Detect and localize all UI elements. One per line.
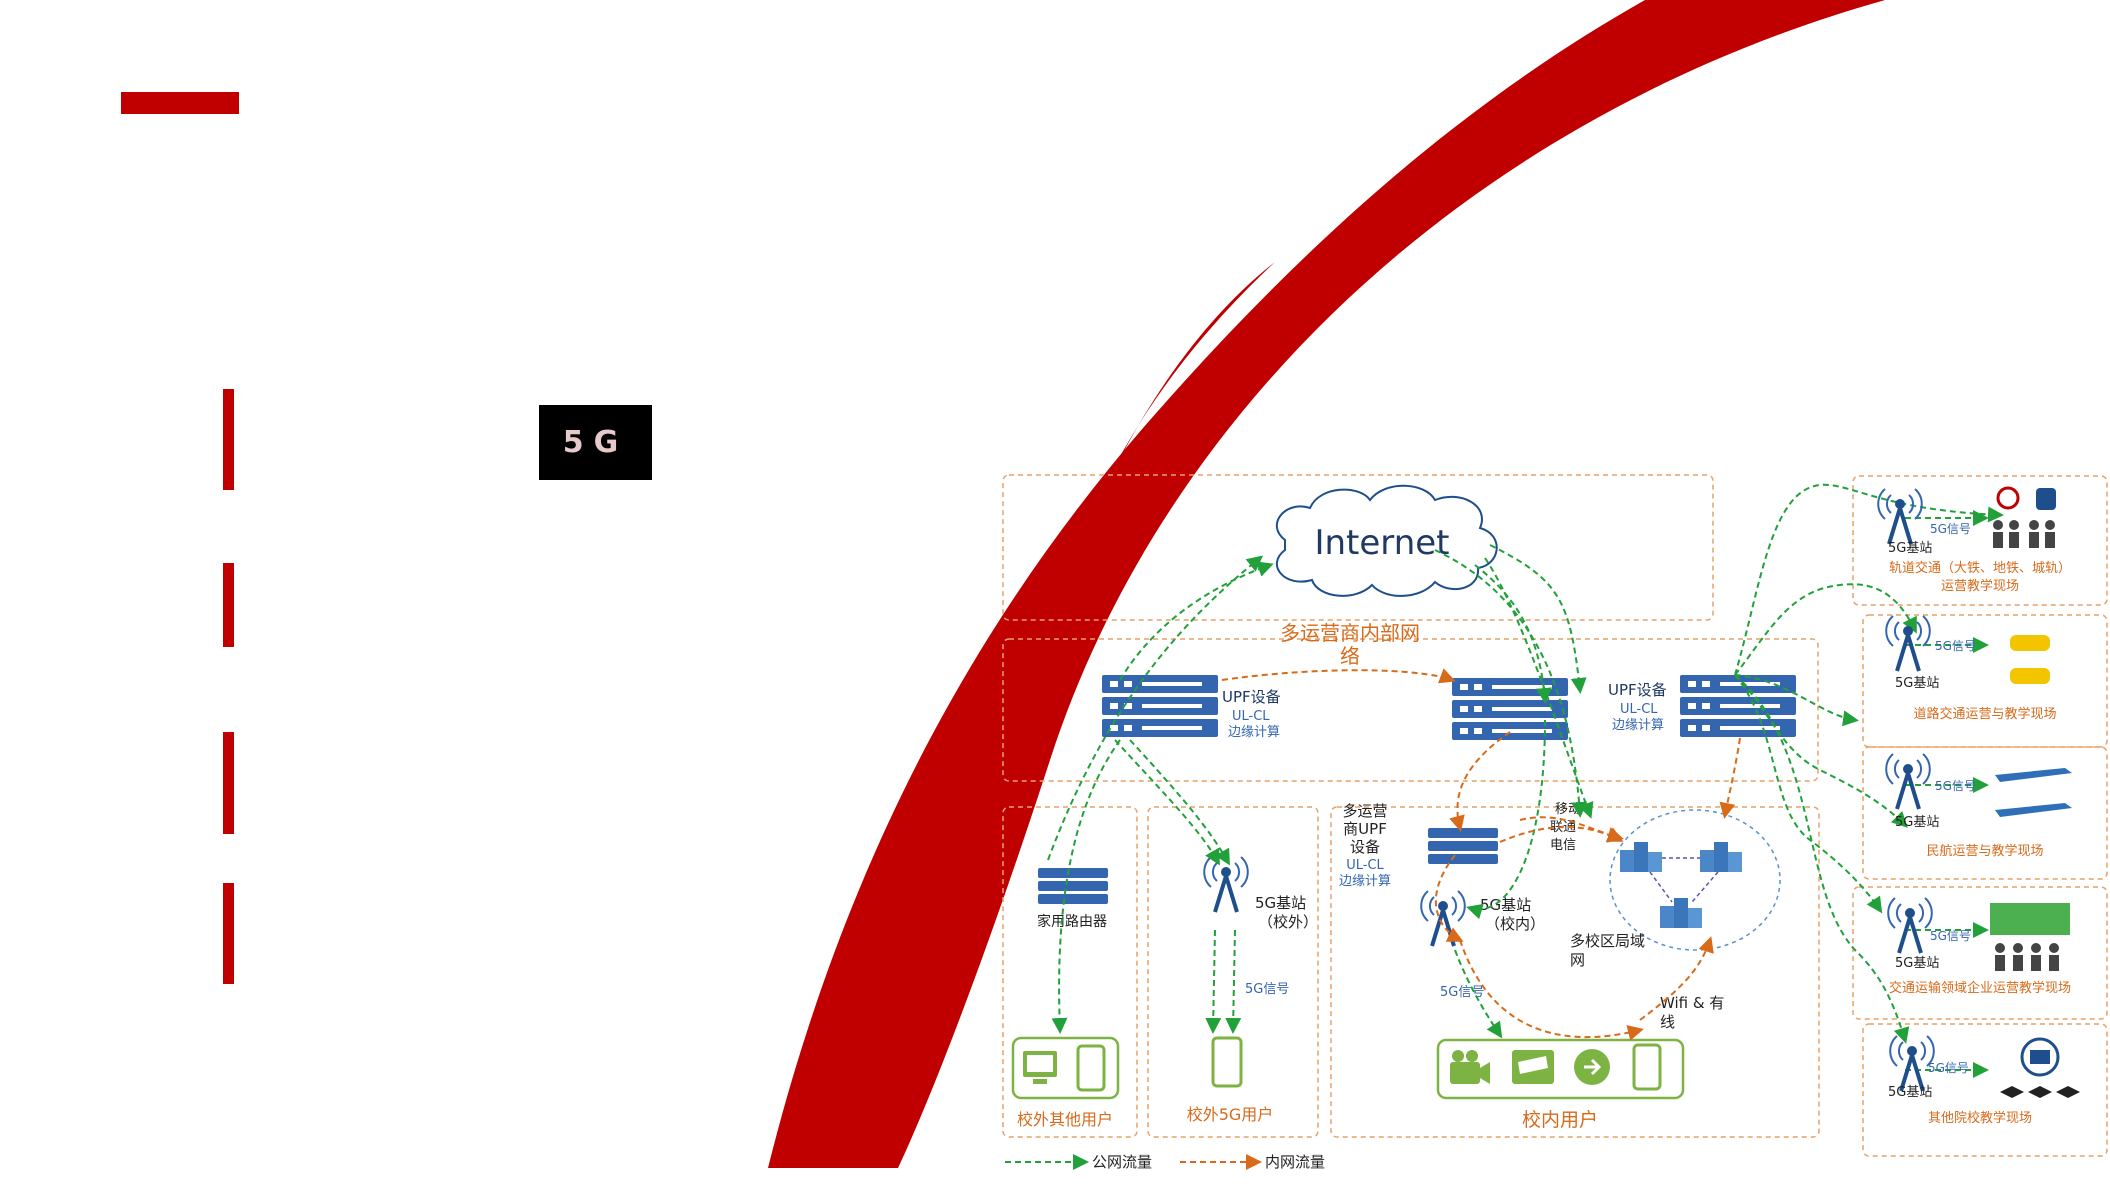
5g-tag: 5G (539, 405, 652, 480)
site-road-line1: 道路交通运营与教学现场 (1913, 706, 2056, 722)
campus-lan-label: 多校区局域 (1570, 932, 1645, 950)
multi-upf-line2: 商UPF (1343, 820, 1387, 838)
site-enterprise-tower-icon (1886, 896, 1934, 955)
campus-building-3 (1660, 898, 1702, 928)
operator-network-label-2: 络 (1340, 644, 1360, 668)
upf-server-left (1102, 675, 1218, 737)
site-enterprise-bs-label: 5G基站 (1895, 956, 1939, 971)
site-air-line1: 民航运营与教学现场 (1926, 843, 2043, 859)
list-marker-2 (223, 563, 234, 647)
site-rail-bs-label: 5G基站 (1888, 541, 1932, 556)
people-icons-rail (1993, 520, 2055, 548)
site-air-signal-label: 5G信号 (1935, 779, 1976, 793)
upf-right-title: UPF设备 (1608, 681, 1667, 699)
base-station-campus-sub: （校内） (1485, 915, 1545, 933)
school-emblem-icon (2020, 1037, 2060, 1077)
campus-devices-box (1436, 1038, 1685, 1100)
site-rail-tower-icon (1876, 487, 1924, 546)
site-rail-signal-label: 5G信号 (1930, 522, 1971, 536)
offcampus-other-users-label: 校外其他用户 (1017, 1110, 1113, 1129)
signal-5g-outside: 5G信号 (1245, 982, 1289, 997)
multi-upf-server-icon (1428, 828, 1498, 864)
carrier-mobile: 移动 (1555, 802, 1581, 817)
site-air-bs-label: 5G基站 (1895, 815, 1939, 830)
site-school-signal-label: 5G信号 (1928, 1061, 1969, 1075)
wifi-label-2: 线 (1660, 1013, 1675, 1031)
multi-upf-line1: 多运营 (1342, 802, 1387, 820)
legend-public-label: 公网流量 (1092, 1153, 1152, 1171)
home-router-label: 家用路由器 (1037, 913, 1107, 930)
base-station-outside-label: 5G基站 (1255, 894, 1306, 912)
base-station-outside-sub: （校外） (1258, 913, 1318, 931)
base-station-outside-icon (1202, 855, 1250, 914)
multi-upf-ulcl: UL-CL (1346, 858, 1384, 873)
offcampus-5g-users-label: 校外5G用户 (1187, 1105, 1274, 1124)
site-road-tower-icon (1884, 614, 1932, 673)
multi-upf-edge: 边缘计算 (1339, 874, 1391, 889)
arrow-right-circle-icon (1574, 1049, 1610, 1085)
people-icons-enterprise (1995, 943, 2059, 971)
graduation-cap-icons (2000, 1086, 2080, 1098)
upf-right-ulcl: UL-CL (1620, 702, 1658, 717)
site-enterprise-signal-label: 5G信号 (1930, 929, 1971, 943)
taxi-icons (2010, 635, 2050, 684)
wifi-label: Wifi & 有 (1660, 994, 1724, 1012)
video-camera-icon (1450, 1050, 1490, 1084)
legend-internal-label: 内网流量 (1265, 1153, 1325, 1171)
phone-icon-campus (1632, 1043, 1662, 1091)
multi-upf-line3: 设备 (1350, 838, 1380, 856)
site-rail-line1: 轨道交通（大铁、地铁、城轨） (1889, 560, 2071, 576)
site-enterprise-line1: 交通运输领域企业运营教学现场 (1889, 980, 2071, 996)
phone-icon (1076, 1044, 1106, 1092)
airplane-icons (1995, 768, 2072, 817)
campus-building-2 (1700, 842, 1742, 872)
upf-left-title: UPF设备 (1222, 688, 1281, 706)
list-marker-1 (223, 389, 234, 490)
title-accent-bar (121, 92, 239, 114)
site-school-bs-label: 5G基站 (1888, 1085, 1932, 1100)
campus-building-1 (1620, 842, 1662, 872)
operator-network-label-1: 多运营商内部网 (1280, 621, 1420, 645)
internet-label: Internet (1314, 523, 1449, 563)
site-road-signal-label: 5G信号 (1935, 639, 1976, 653)
upf-server-right (1680, 675, 1796, 737)
rail-icon (1996, 486, 2056, 510)
building-icon-enterprise (1990, 903, 2070, 935)
upf-left-edge: 边缘计算 (1228, 725, 1280, 740)
carrier-telecom: 电信 (1550, 838, 1576, 853)
computer-icon (1023, 1051, 1057, 1084)
site-school-line1: 其他院校教学现场 (1928, 1110, 2032, 1126)
home-router-icon (1038, 868, 1108, 904)
upf-left-ulcl: UL-CL (1232, 709, 1270, 724)
campus-users-label: 校内用户 (1522, 1109, 1598, 1131)
campus-lan-label-2: 网 (1570, 951, 1585, 969)
base-station-campus-icon (1419, 889, 1467, 948)
phone-icon-5g (1211, 1036, 1243, 1088)
network-diagram: Internet 多运营商内部网 络 UPF设备 UL-CL 边缘计算 UPF设… (1002, 474, 2108, 1171)
base-station-campus-label: 5G基站 (1480, 896, 1531, 914)
security-camera-icon (1512, 1050, 1554, 1084)
site-rail-line2: 运营教学现场 (1941, 578, 2019, 594)
upf-right-edge: 边缘计算 (1612, 718, 1664, 733)
site-air-tower-icon (1884, 752, 1932, 811)
list-marker-4 (223, 883, 234, 984)
upf-server-middle (1452, 678, 1568, 740)
list-marker-3 (223, 732, 234, 834)
site-road-bs-label: 5G基站 (1895, 676, 1939, 691)
